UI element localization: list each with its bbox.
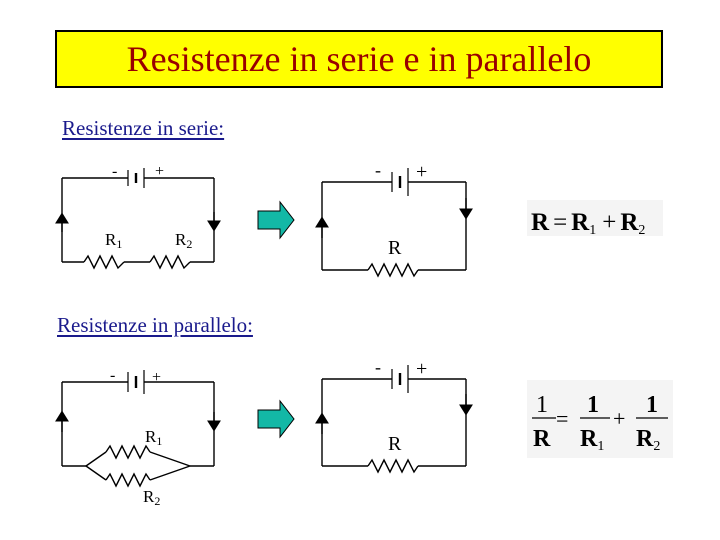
parallel-eq-minus-label: - [375, 357, 381, 377]
series-formula: R=R1+R2 [531, 209, 645, 238]
parallel-eq-r-label: R [388, 433, 402, 455]
parallel-r1-label: R1 [145, 427, 162, 448]
parallel-equivalent-resistor [367, 458, 419, 474]
parallel-equivalent-circuit [321, 365, 467, 474]
series-minus-label: - [112, 163, 117, 180]
series-eq-r-label: R [388, 237, 402, 259]
parallel-eq-plus-label: + [416, 358, 427, 380]
series-circuit [61, 168, 215, 270]
series-equivalent-circuit [321, 168, 467, 278]
parallel-circuit [61, 370, 215, 488]
formula-numerator-2: 1 [587, 392, 599, 418]
series-plus-label: + [155, 163, 164, 180]
title-box: Resistenze in serie e in parallelo [55, 30, 663, 88]
formula-numerator-3: 1 [646, 392, 658, 418]
parallel-resistor-r1 [105, 444, 151, 460]
parallel-resistor-r2 [105, 472, 151, 488]
formula-denominator-r2: R2 [636, 426, 660, 454]
formula-serie-box [527, 200, 663, 236]
formula-equals: = [556, 406, 568, 431]
series-resistor-r1 [83, 254, 125, 270]
parallel-equivalence-arrow [257, 399, 295, 439]
formula-denominator-r: R [533, 426, 551, 452]
parallel-r2-label: R2 [143, 487, 160, 508]
series-r2-label: R2 [175, 230, 192, 251]
page-title: Resistenze in serie e in parallelo [126, 39, 592, 79]
series-equivalent-resistor [367, 262, 419, 278]
series-r1-label: R1 [105, 230, 122, 251]
formula-plus: + [613, 406, 625, 431]
formula-numerator-1: 1 [536, 392, 548, 418]
series-equivalence-arrow [257, 200, 295, 240]
parallel-plus-label: + [152, 369, 161, 386]
series-eq-minus-label: - [375, 160, 381, 180]
parallel-formula: 1 R = 1 R1 + 1 R2 [532, 392, 668, 454]
formula-parallelo-box [527, 380, 673, 458]
series-resistor-r2 [149, 254, 191, 270]
section-label-parallelo: Resistenze in parallelo: [57, 313, 253, 337]
section-label-serie: Resistenze in serie: [62, 116, 225, 140]
parallel-minus-label: - [110, 367, 115, 384]
series-eq-plus-label: + [416, 161, 427, 183]
formula-denominator-r1: R1 [580, 426, 604, 454]
